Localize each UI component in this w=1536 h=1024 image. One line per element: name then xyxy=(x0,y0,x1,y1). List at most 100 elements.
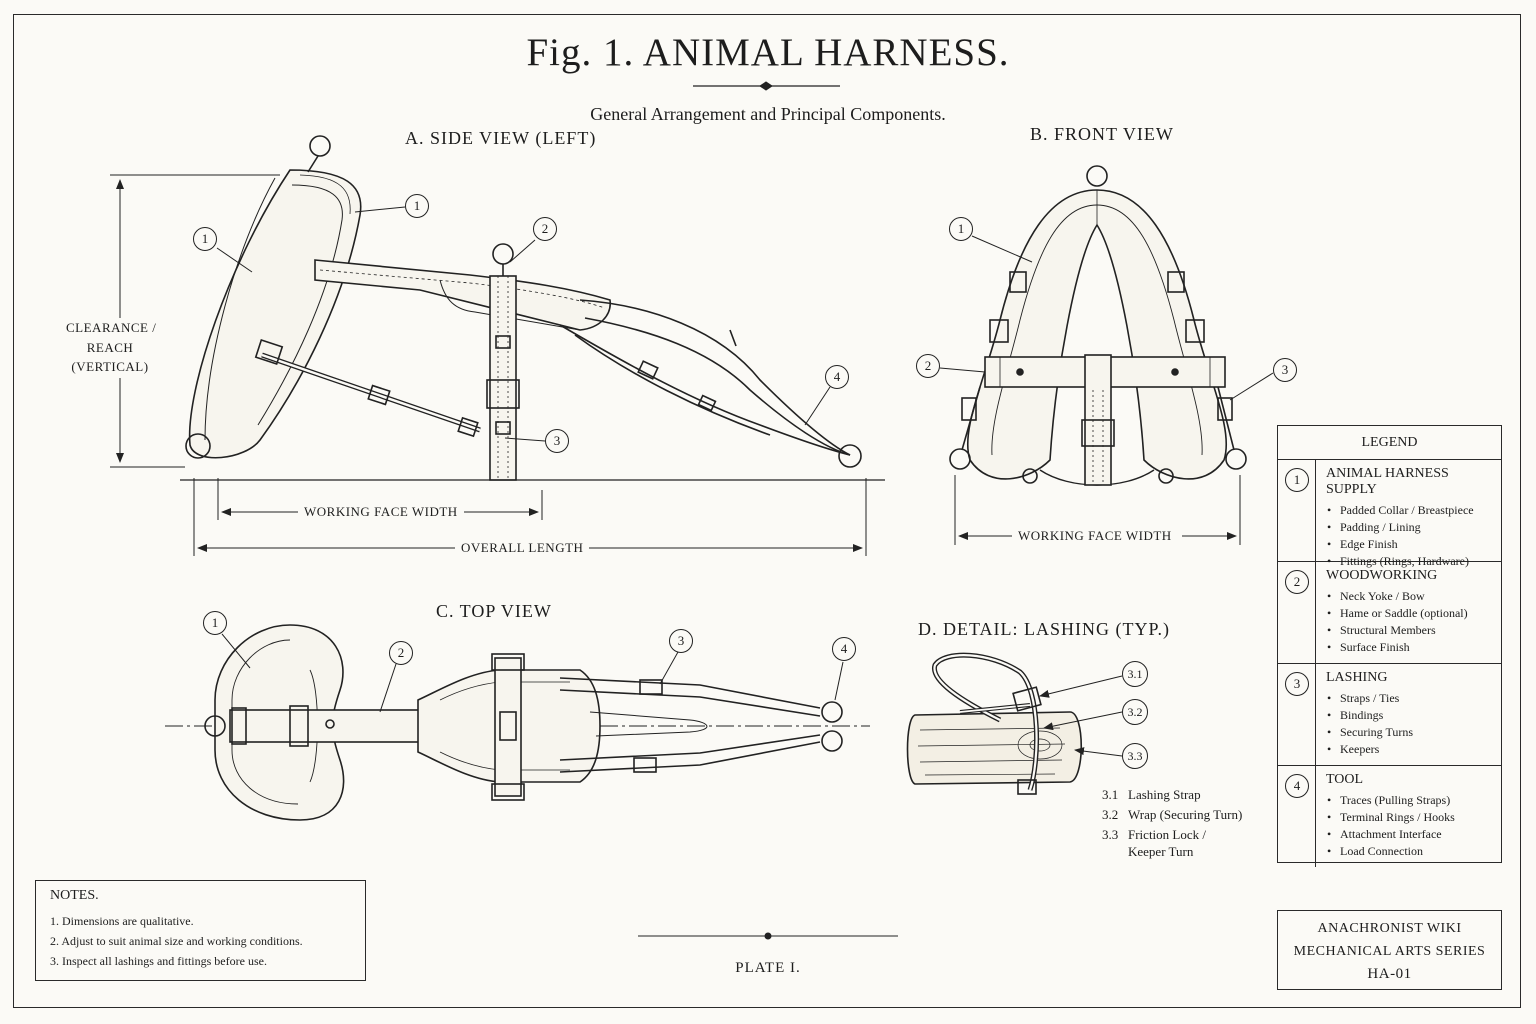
detail-callout-3-1: 3.1 xyxy=(1122,661,1148,687)
series-code: HA-01 xyxy=(1367,966,1412,982)
side-callout-3: 3 xyxy=(545,429,569,453)
legend-number-3: 3 xyxy=(1285,672,1309,696)
front-side-fittings xyxy=(949,271,1247,484)
top-traces xyxy=(559,677,843,773)
clearance-label-line3: (VERTICAL) xyxy=(66,359,154,375)
legend-number-4: 4 xyxy=(1285,774,1309,798)
top-callout-leaders xyxy=(221,633,844,713)
series-line-2: MECHANICAL ARTS SERIES xyxy=(1293,944,1486,959)
figure-title: Fig. 1. ANIMAL HARNESS. xyxy=(526,31,1010,74)
legend-section-1: 1 ANIMAL HARNESS SUPPLY Padded Collar / … xyxy=(1278,460,1501,570)
series-line-1: ANACHRONIST WIKI xyxy=(1317,921,1462,936)
detail-list-text-1: Lashing Strap xyxy=(1128,787,1201,802)
detail-list-num-2: 3.2 xyxy=(1102,807,1119,822)
legend-item: Surface Finish xyxy=(1327,639,1468,656)
legend-item: Hame or Saddle (optional) xyxy=(1327,605,1468,622)
front-callout-1: 1 xyxy=(949,217,973,241)
detail-wood-block xyxy=(906,711,1083,785)
legend-item: Padding / Lining xyxy=(1327,519,1501,536)
detail-lashing-drawing xyxy=(906,652,1083,795)
front-callout-2: 2 xyxy=(916,354,940,378)
legend-item: Load Connection xyxy=(1327,843,1455,860)
legend-title-2: WOODWORKING xyxy=(1326,568,1438,583)
plate-ornament xyxy=(638,932,898,940)
detail-callout-leaders xyxy=(1039,675,1123,757)
side-working-face-label: WORKING FACE WIDTH xyxy=(298,504,464,520)
clearance-label-line2: REACH xyxy=(66,340,154,356)
legend-item: Fittings (Rings, Hardware) xyxy=(1327,553,1501,570)
legend-number-1: 1 xyxy=(1285,468,1309,492)
legend-section-4: 4 TOOL Traces (Pulling Straps) Terminal … xyxy=(1278,766,1501,867)
side-callout-leaders xyxy=(216,206,831,442)
legend-item: Attachment Interface xyxy=(1327,826,1455,843)
legend-item: Securing Turns xyxy=(1327,724,1413,741)
detail-list-text-3: Friction Lock / xyxy=(1128,827,1206,842)
detail-list-num-1: 3.1 xyxy=(1102,787,1119,802)
detail-list-text-2: Wrap (Securing Turn) xyxy=(1128,807,1243,822)
detail-view-label: D. DETAIL: LASHING (TYP.) xyxy=(918,619,1171,639)
legend-section-2: 2 WOODWORKING Neck Yoke / Bow Hame or Sa… xyxy=(1278,562,1501,664)
top-backband xyxy=(229,705,441,747)
series-box: ANACHRONIST WIKI MECHANICAL ARTS SERIES … xyxy=(1277,910,1502,990)
legend-box: LEGEND 1 ANIMAL HARNESS SUPPLY Padded Co… xyxy=(1277,425,1502,867)
top-callout-4: 4 xyxy=(832,637,856,661)
front-working-face-label: WORKING FACE WIDTH xyxy=(1012,528,1178,544)
side-callout-1a: 1 xyxy=(193,227,217,251)
top-callout-3: 3 xyxy=(669,629,693,653)
notes-box: NOTES. 1. Dimensions are qualitative. 2.… xyxy=(35,880,366,981)
note-item: 2. Adjust to suit animal size and workin… xyxy=(50,934,303,948)
legend-title-1: ANIMAL HARNESS SUPPLY xyxy=(1326,466,1449,497)
legend-item: Straps / Ties xyxy=(1327,690,1413,707)
legend-item: Keepers xyxy=(1327,741,1413,758)
side-callout-2: 2 xyxy=(533,217,557,241)
side-traces xyxy=(559,299,862,468)
detail-list-text-4: Keeper Turn xyxy=(1128,844,1194,859)
plate-label: PLATE I. xyxy=(735,960,801,976)
side-girth-strap xyxy=(486,243,520,481)
top-callout-2: 2 xyxy=(389,641,413,665)
detail-callout-3-3: 3.3 xyxy=(1122,743,1148,769)
title-ornament xyxy=(693,81,840,91)
legend-number-2: 2 xyxy=(1285,570,1309,594)
side-view-dimensions xyxy=(110,174,885,556)
top-callout-1: 1 xyxy=(203,611,227,635)
front-view-drawing xyxy=(949,165,1247,486)
front-view-dimensions xyxy=(939,235,1274,545)
notes-header: NOTES. xyxy=(50,888,99,903)
legend-title-3: LASHING xyxy=(1326,670,1388,685)
side-callout-4: 4 xyxy=(825,365,849,389)
legend-title-4: TOOL xyxy=(1326,772,1364,787)
front-center-strap xyxy=(1081,354,1115,486)
note-item: 3. Inspect all lashings and fittings bef… xyxy=(50,954,267,968)
detail-strap-loop xyxy=(932,652,1042,795)
legend-header: LEGEND xyxy=(1278,426,1501,460)
side-backband xyxy=(314,259,611,331)
legend-item: Neck Yoke / Bow xyxy=(1327,588,1468,605)
side-callout-1b: 1 xyxy=(405,194,429,218)
detail-list-num-3: 3.3 xyxy=(1102,827,1119,842)
side-belly-strap xyxy=(254,339,481,438)
legend-section-3: 3 LASHING Straps / Ties Bindings Securin… xyxy=(1278,664,1501,766)
top-view-label: C. TOP VIEW xyxy=(436,601,552,621)
detail-callout-3-2: 3.2 xyxy=(1122,699,1148,725)
figure-subtitle: General Arrangement and Principal Compon… xyxy=(590,104,946,124)
note-item: 1. Dimensions are qualitative. xyxy=(50,914,194,928)
top-view-drawing xyxy=(165,624,870,821)
front-callout-3: 3 xyxy=(1273,358,1297,382)
top-saddle xyxy=(417,653,601,801)
legend-item: Traces (Pulling Straps) xyxy=(1327,792,1455,809)
legend-item: Terminal Rings / Hooks xyxy=(1327,809,1455,826)
overall-length-label: OVERALL LENGTH xyxy=(455,540,590,556)
plate-border xyxy=(13,14,1521,1008)
clearance-label-line1: CLEARANCE / xyxy=(66,320,157,336)
legend-item: Structural Members xyxy=(1327,622,1468,639)
side-collar xyxy=(185,135,362,459)
side-view-label: A. SIDE VIEW (LEFT) xyxy=(405,128,597,148)
side-view-drawing xyxy=(185,135,862,481)
front-view-label: B. FRONT VIEW xyxy=(1030,124,1174,144)
legend-item: Bindings xyxy=(1327,707,1413,724)
legend-item: Padded Collar / Breastpiece xyxy=(1327,502,1501,519)
legend-item: Edge Finish xyxy=(1327,536,1501,553)
